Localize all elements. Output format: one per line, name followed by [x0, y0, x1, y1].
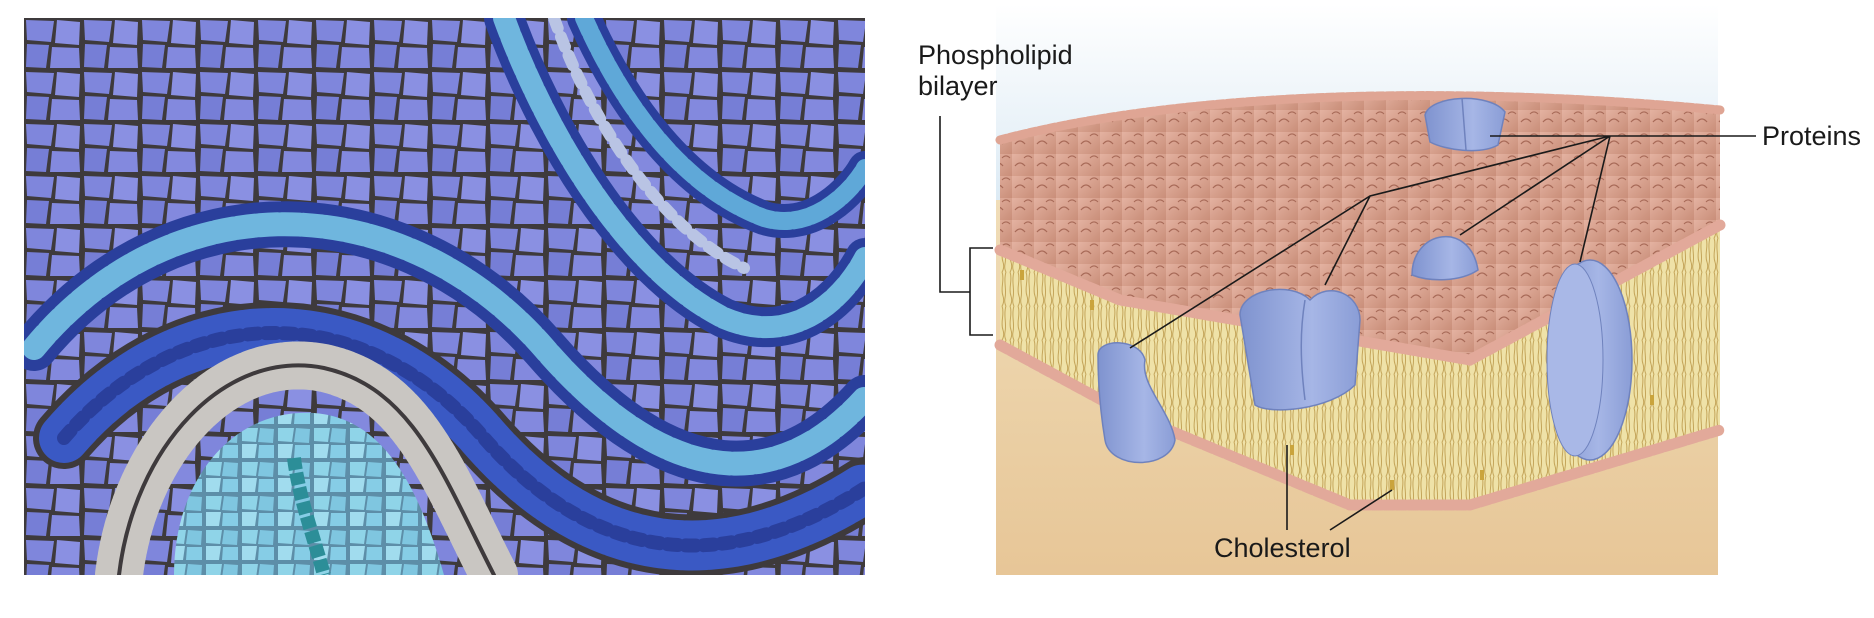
bilayer-interior: [1000, 225, 1720, 505]
mosaic-teal-stripe: [287, 457, 331, 575]
label-leader-lines: [939, 116, 1756, 531]
protein-dome: [1411, 235, 1479, 281]
cholesterol-pointer-lines: [1286, 445, 1393, 531]
mosaic-swirl-bands: [24, 18, 865, 575]
mosaic-photo: [24, 18, 865, 575]
phospholipid-label-line1: Phospholipid: [918, 40, 1073, 70]
protein-channel: [1239, 288, 1361, 411]
bilayer-lower-head-row: [994, 339, 1726, 511]
phospholipid-label-line2: bilayer: [918, 71, 998, 101]
phospholipid-bracket: [939, 116, 993, 336]
proteins-label: Proteins: [1762, 121, 1862, 151]
bilayer-top-surface: [1000, 95, 1720, 361]
cholesterol-label: Cholesterol: [1214, 533, 1351, 563]
bilayer-far-edge: [995, 91, 1725, 145]
mosaic-aqua-center: [174, 412, 444, 575]
phospholipid-bilayer-label: Phospholipid bilayer: [918, 40, 1073, 102]
protein-integral-large: [1546, 259, 1633, 461]
proteins-pointer-lines: [1129, 135, 1756, 349]
protein-top-small: [1424, 97, 1506, 152]
